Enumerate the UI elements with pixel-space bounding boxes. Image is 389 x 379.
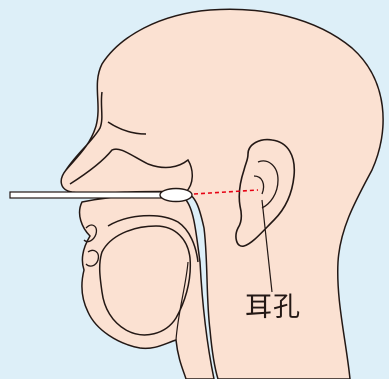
swab-tip (160, 189, 192, 202)
swab-stick (10, 192, 176, 198)
ear-hole-label: 耳孔 (245, 293, 301, 323)
